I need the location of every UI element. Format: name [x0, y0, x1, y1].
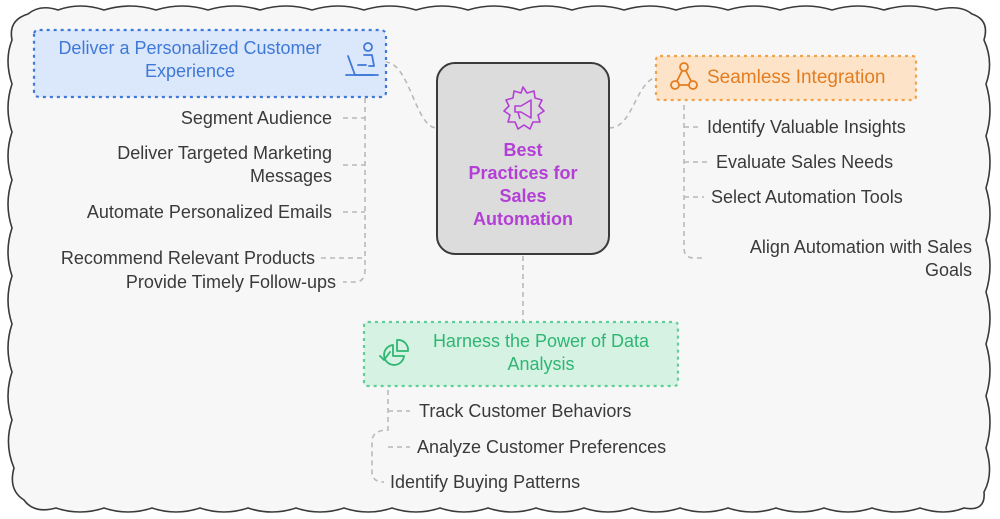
item-line: Provide Timely Follow-ups — [125, 272, 336, 292]
item-line: Track Customer Behaviors — [419, 401, 632, 421]
item-line: Recommend Relevant Products — [60, 248, 315, 268]
megaphone-gear-icon — [503, 86, 545, 130]
personalized-node-box — [32, 28, 388, 99]
item-line: Messages — [249, 166, 332, 186]
person-at-desk-icon — [345, 42, 379, 76]
center-title-line: Sales — [499, 186, 547, 206]
cloud-background — [7, 5, 991, 513]
trunk-analysis — [371, 390, 389, 483]
item-line: Align Automation with Sales — [749, 237, 972, 257]
integration-item: Align Automation with Sales Goals — [750, 236, 972, 282]
center-title-line: Best — [503, 140, 543, 160]
analysis-title-line: Harness the Power of Data — [432, 331, 650, 351]
integration-item: Identify Valuable Insights — [707, 116, 906, 139]
personalized-title-line: Deliver a Personalized Customer — [58, 38, 322, 58]
analysis-node-box — [362, 320, 680, 388]
center-title-line: Practices for — [468, 163, 578, 183]
center-node-box — [436, 62, 610, 255]
personalized-item: Recommend Relevant Products — [61, 247, 315, 270]
integration-item: Select Automation Tools — [711, 186, 903, 209]
personalized-item: Segment Audience — [181, 107, 332, 130]
item-line: Identify Valuable Insights — [707, 117, 906, 137]
personalized-title-line: Experience — [144, 61, 236, 81]
center-node-title: Best Practices for Sales Automation — [437, 139, 609, 231]
connector-center-personalized — [384, 61, 438, 129]
analysis-node-title: Harness the Power of Data Analysis — [410, 330, 672, 376]
connector-lines — [321, 61, 708, 483]
personalized-item: Automate Personalized Emails — [87, 201, 332, 224]
center-title-line: Automation — [473, 209, 573, 229]
integration-item: Evaluate Sales Needs — [716, 151, 893, 174]
analysis-title-line: Analysis — [507, 354, 575, 374]
integration-node-title: Seamless Integration — [707, 67, 886, 88]
analysis-item: Identify Buying Patterns — [390, 471, 580, 494]
item-line: Segment Audience — [180, 108, 332, 128]
analysis-item: Analyze Customer Preferences — [417, 436, 666, 459]
item-line: Goals — [924, 260, 972, 280]
item-line: Select Automation Tools — [711, 187, 903, 207]
item-line: Automate Personalized Emails — [86, 202, 332, 222]
connector-center-integration — [608, 75, 663, 129]
item-line: Analyze Customer Preferences — [417, 437, 667, 457]
personalized-item: Provide Timely Follow-ups — [126, 271, 336, 294]
item-line: Deliver Targeted Marketing — [117, 143, 332, 163]
personalized-item: Deliver Targeted Marketing Messages — [117, 142, 332, 188]
item-line: Evaluate Sales Needs — [716, 152, 894, 172]
personalized-node-title: Deliver a Personalized Customer Experien… — [38, 37, 342, 83]
item-line: Identify Buying Patterns — [390, 472, 581, 492]
pie-chart-icon — [379, 339, 409, 366]
integration-node-box — [654, 54, 918, 102]
trunk-personalized — [343, 98, 366, 283]
network-nodes-icon — [670, 62, 698, 90]
analysis-item: Track Customer Behaviors — [419, 400, 631, 423]
